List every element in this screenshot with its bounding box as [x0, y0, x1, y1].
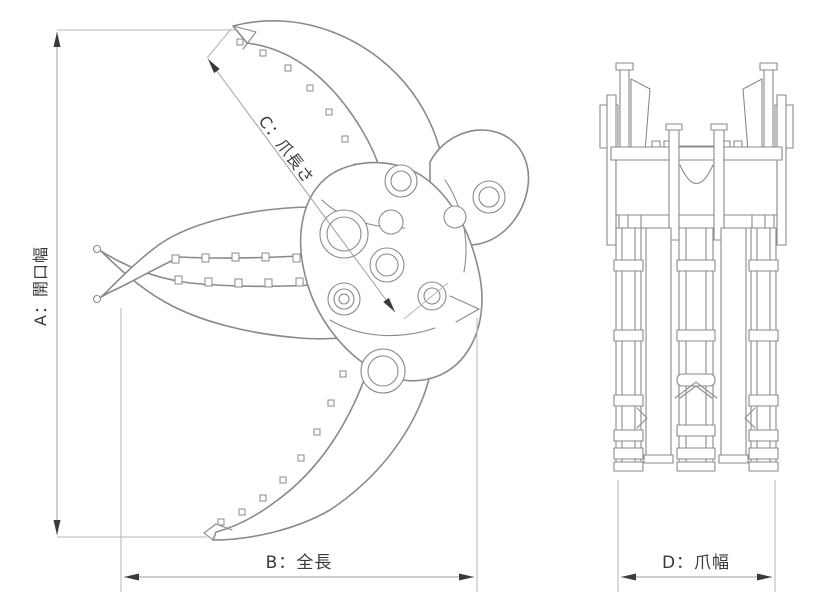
front-claw-finger-right: [744, 227, 779, 472]
front-claw-finger-center: [674, 227, 718, 472]
dimension-d: D：爪幅: [617, 480, 776, 592]
dimension-a: A：開口幅: [31, 29, 235, 538]
dimension-d-label: D：爪幅: [662, 553, 730, 573]
lower-claw-teeth: [217, 370, 347, 526]
lower-claw-tip-plate: [203, 523, 233, 541]
front-rail-right: [718, 227, 749, 464]
dimension-b: B：全長: [120, 308, 478, 592]
front-rail-left: [643, 227, 674, 464]
front-claw-finger-left: [613, 227, 648, 472]
side-view-group: [92, 19, 530, 541]
dimension-b-label: B：全長: [266, 553, 333, 573]
dimension-a-label: A：開口幅: [31, 246, 50, 326]
front-center-posts: [665, 123, 728, 241]
upper-claw-tip-plate: [232, 25, 257, 50]
dimension-c-label: C：爪長さ: [255, 112, 318, 187]
body-right-tab: [449, 295, 480, 323]
front-view-group: [599, 62, 794, 472]
